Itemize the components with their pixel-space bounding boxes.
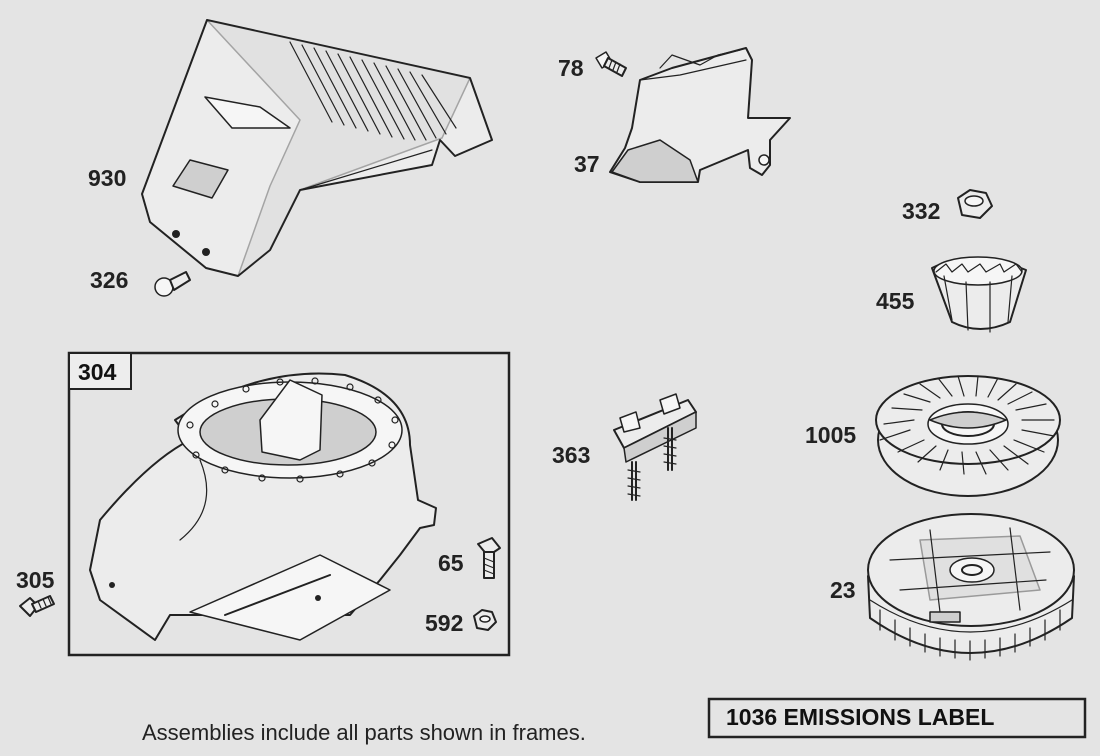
label-1005: 1005 <box>805 422 856 448</box>
bolt-305-drawing <box>19 595 55 617</box>
shield-37-drawing <box>609 47 791 183</box>
nut-332-drawing <box>957 189 993 219</box>
label-455: 455 <box>876 288 915 314</box>
label-37: 37 <box>574 151 600 177</box>
label-930: 930 <box>88 165 126 191</box>
assemblies-note: Assemblies include all parts shown in fr… <box>142 720 586 745</box>
blower-housing-cover-drawing <box>141 19 493 277</box>
label-326: 326 <box>90 267 128 293</box>
nut-592-drawing <box>473 609 497 631</box>
label-305: 305 <box>16 567 55 593</box>
frame-tag-304 <box>68 352 132 390</box>
flywheel-23-drawing <box>867 513 1075 661</box>
screw-326-drawing <box>154 271 191 297</box>
label-78: 78 <box>558 55 584 81</box>
emissions-label-text: 1036 EMISSIONS LABEL <box>726 704 994 730</box>
label-304: 304 <box>78 359 117 385</box>
bolt-65-drawing <box>477 537 501 579</box>
blower-housing-304-drawing <box>89 372 437 641</box>
label-23: 23 <box>830 577 856 603</box>
emissions-label-box <box>707 697 1087 739</box>
label-65: 65 <box>438 550 464 576</box>
label-363: 363 <box>552 442 590 468</box>
assembly-frame-304 <box>67 351 511 657</box>
flywheel-1005-drawing <box>875 375 1061 497</box>
label-592: 592 <box>425 610 463 636</box>
bolt-78-drawing <box>595 51 627 77</box>
cup-455-drawing <box>931 256 1027 333</box>
bracket-363-drawing <box>613 393 697 501</box>
label-332: 332 <box>902 198 940 224</box>
